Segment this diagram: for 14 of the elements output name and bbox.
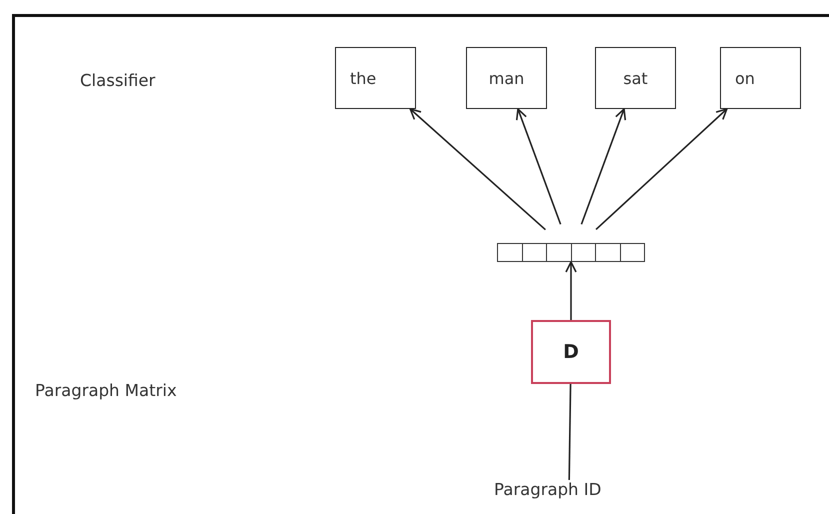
arrow bbox=[595, 108, 728, 230]
word-box: man bbox=[466, 47, 547, 109]
vector-bar bbox=[497, 243, 645, 262]
arrow bbox=[565, 261, 577, 320]
matrix-box: D bbox=[531, 320, 611, 384]
word-box: sat bbox=[595, 47, 676, 109]
arrow bbox=[580, 108, 626, 225]
arrow bbox=[409, 108, 546, 230]
word-box: the bbox=[335, 47, 416, 109]
word-box: on bbox=[720, 47, 801, 109]
row-label: Paragraph Matrix bbox=[35, 381, 177, 400]
arrow bbox=[516, 108, 562, 225]
row-label: Classifier bbox=[80, 71, 156, 90]
input-label: Paragraph ID bbox=[494, 480, 602, 499]
